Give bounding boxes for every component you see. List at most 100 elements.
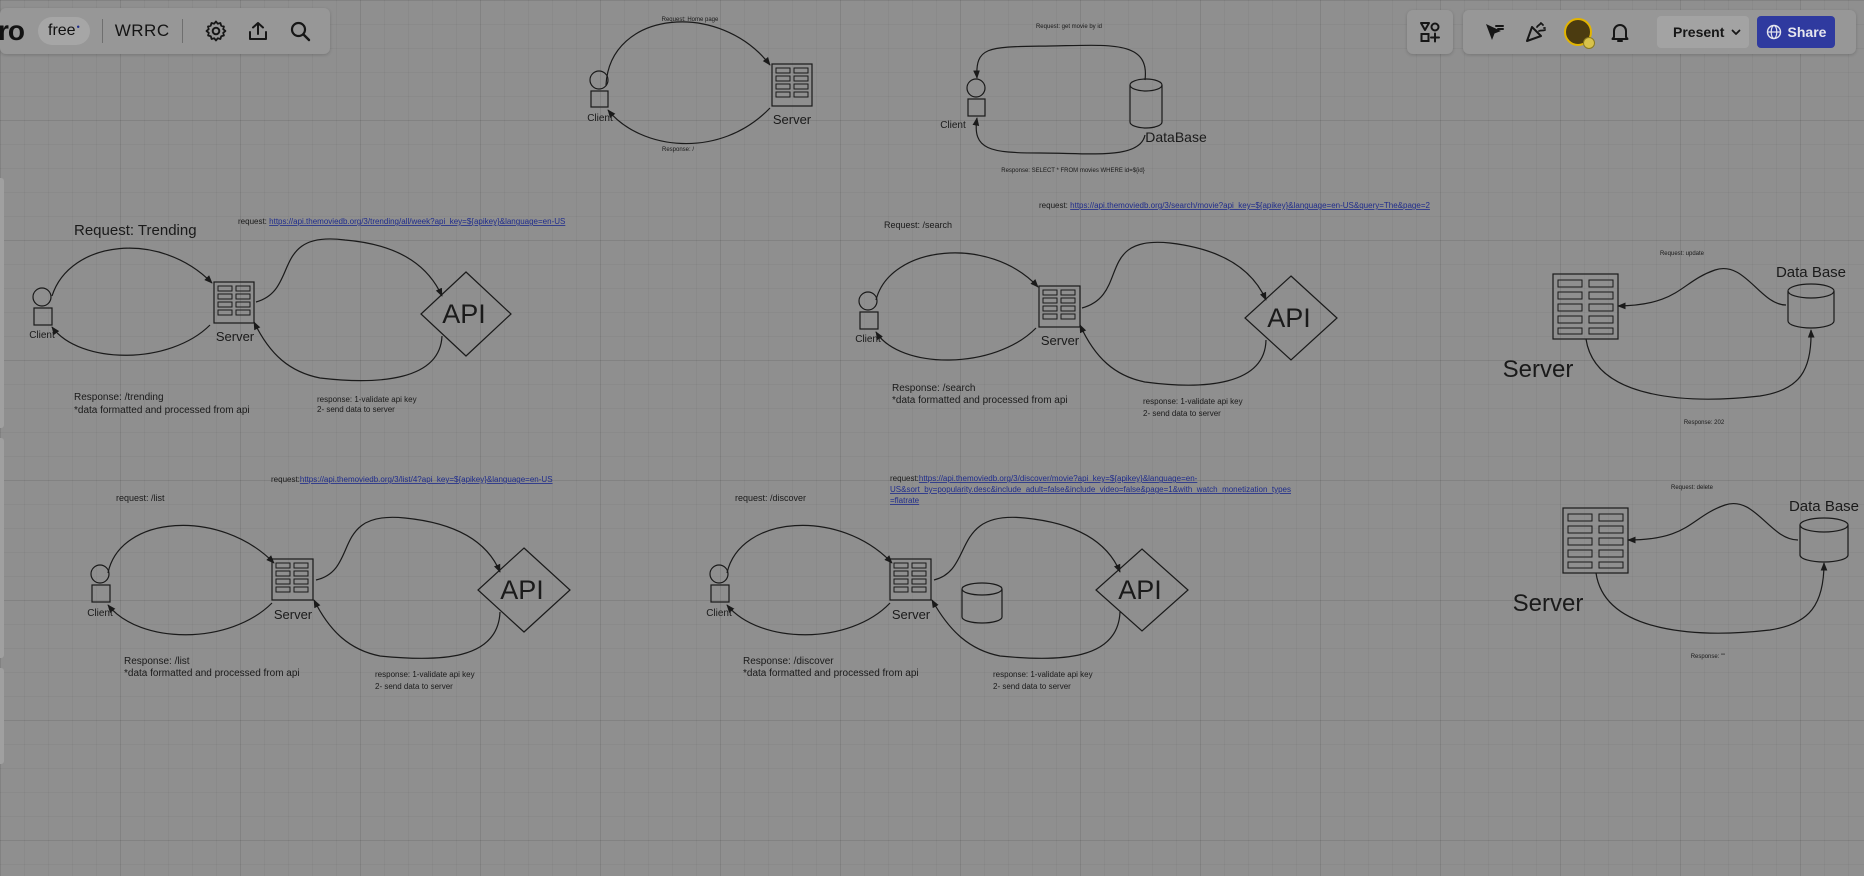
trending-api-response-line1: response: 1-validate api key xyxy=(317,395,417,404)
share-button[interactable]: Share xyxy=(1757,16,1835,48)
apps-button[interactable] xyxy=(1413,15,1447,49)
search-client-label: Client xyxy=(855,334,881,345)
diagram-delete[interactable]: Request: delete Data Base Response: "" S… xyxy=(1513,485,1859,660)
chevron-down-icon xyxy=(1730,26,1742,38)
present-button[interactable]: Present xyxy=(1657,16,1749,48)
client-actor-icon xyxy=(967,79,985,116)
avatar xyxy=(1564,18,1592,46)
update-database-label: Data Base xyxy=(1776,264,1846,281)
diagram-discover[interactable]: request: /discover request:https://api.t… xyxy=(706,474,1291,691)
discover-response-line1: Response: /discover xyxy=(743,656,834,667)
attention-cursor-button[interactable] xyxy=(1477,15,1511,49)
search-api-request-line: request: https://api.themoviedb.org/3/se… xyxy=(1039,201,1430,210)
list-request-title: request: /list xyxy=(116,493,165,503)
trending-response-line2: *data formatted and processed from api xyxy=(74,405,250,416)
list-client-label: Client xyxy=(87,608,113,619)
user-avatar-button[interactable] xyxy=(1561,15,1595,49)
discover-api-response-line1: response: 1-validate api key xyxy=(993,670,1093,679)
toolbar-divider xyxy=(182,19,183,43)
server-rack-icon xyxy=(1039,286,1080,327)
client-actor-icon xyxy=(710,565,729,602)
bell-icon xyxy=(1608,20,1632,44)
client-actor-icon xyxy=(91,565,110,602)
left-side-panel-edge[interactable] xyxy=(0,438,4,658)
list-response-line1: Response: /list xyxy=(124,656,190,667)
server-rack-icon xyxy=(1553,274,1618,339)
list-api-request-line: request:https://api.themoviedb.org/3/lis… xyxy=(271,475,553,484)
present-label: Present xyxy=(1673,24,1724,40)
settings-button[interactable] xyxy=(199,14,233,48)
apps-toolbar xyxy=(1407,10,1453,54)
discover-api-request-line1: request:https://api.themoviedb.org/3/dis… xyxy=(890,474,1198,483)
trending-request-title: Request: Trending xyxy=(74,222,197,239)
discover-api-label: API xyxy=(1118,575,1162,605)
search-api-label: API xyxy=(1267,303,1311,333)
client-actor-icon xyxy=(33,288,52,325)
left-side-panel-edge[interactable] xyxy=(0,178,4,428)
client-actor-icon xyxy=(590,71,608,107)
board-title[interactable]: WRRC xyxy=(115,21,170,41)
search-button[interactable] xyxy=(283,14,317,48)
search-api-response-line1: response: 1-validate api key xyxy=(1143,397,1243,406)
diagram-home[interactable]: Request: Home page Response: / Client Se… xyxy=(587,17,812,153)
trending-response-line1: Response: /trending xyxy=(74,392,164,403)
trending-api-label: API xyxy=(442,299,486,329)
list-api-url-link[interactable]: https://api.themoviedb.org/3/list/4?api_… xyxy=(300,475,553,484)
notifications-button[interactable] xyxy=(1603,15,1637,49)
plan-label: free xyxy=(48,22,76,40)
diagram-getmovie[interactable]: Request: get movie by id Response: SELEC… xyxy=(940,24,1207,174)
upload-icon xyxy=(246,19,270,43)
database-cylinder-icon xyxy=(1130,79,1162,128)
getmovie-request-label: Request: get movie by id xyxy=(1036,24,1102,30)
discover-server-label: Server xyxy=(892,607,931,622)
gear-icon xyxy=(204,19,228,43)
list-api-label: API xyxy=(500,575,544,605)
celebrate-icon xyxy=(1524,20,1548,44)
server-rack-icon xyxy=(890,559,931,600)
search-api-url-link[interactable]: https://api.themoviedb.org/3/search/movi… xyxy=(1070,201,1430,210)
search-icon xyxy=(288,19,312,43)
trending-api-response-line2: 2- send data to server xyxy=(317,405,395,414)
database-cylinder-icon xyxy=(1800,518,1848,562)
discover-api-url-link[interactable]: https://api.themoviedb.org/3/discover/mo… xyxy=(919,474,1198,483)
database-cylinder-icon xyxy=(1788,284,1834,328)
reactions-button[interactable] xyxy=(1519,15,1553,49)
plan-mark: • xyxy=(77,22,80,32)
server-rack-icon xyxy=(272,559,313,600)
server-rack-icon xyxy=(1563,508,1628,573)
toolbar-divider xyxy=(102,19,103,43)
trending-api-url-link[interactable]: https://api.themoviedb.org/3/trending/al… xyxy=(269,217,565,226)
search-server-label: Server xyxy=(1041,333,1080,348)
plan-badge[interactable]: free• xyxy=(38,17,90,45)
delete-server-label: Server xyxy=(1513,590,1584,617)
getmovie-client-label: Client xyxy=(940,120,966,131)
diagram-search[interactable]: request: https://api.themoviedb.org/3/se… xyxy=(855,201,1430,418)
search-request-title: Request: /search xyxy=(884,220,952,230)
database-cylinder-icon xyxy=(962,583,1002,623)
getmovie-response-label: Response: SELECT * FROM movies WHERE id=… xyxy=(1001,168,1144,174)
trending-client-label: Client xyxy=(29,330,55,341)
app-logo[interactable]: ro xyxy=(0,15,24,47)
list-api-response-line1: response: 1-validate api key xyxy=(375,670,475,679)
trending-server-label: Server xyxy=(216,329,255,344)
update-request-label: Request: update xyxy=(1660,251,1705,257)
discover-client-label: Client xyxy=(706,608,732,619)
present-options-button[interactable] xyxy=(1723,16,1749,48)
home-response-label: Response: / xyxy=(662,147,694,153)
delete-database-label: Data Base xyxy=(1789,498,1859,515)
search-api-response-line2: 2- send data to server xyxy=(1143,409,1221,418)
discover-api-url-line2[interactable]: US&sort_by=popularity.desc&include_adult… xyxy=(890,485,1291,494)
discover-api-url-line3[interactable]: =flatrate xyxy=(890,496,920,505)
list-api-response-line2: 2- send data to server xyxy=(375,682,453,691)
diagram-list[interactable]: request: /list request:https://api.themo… xyxy=(87,475,570,691)
left-side-panel-edge[interactable] xyxy=(0,668,4,764)
client-actor-icon xyxy=(859,292,878,329)
diagram-update[interactable]: Request: update Data Base Response: 202 … xyxy=(1503,251,1846,426)
list-server-label: Server xyxy=(274,607,313,622)
discover-request-title: request: /discover xyxy=(735,493,806,503)
diagram-trending[interactable]: Request: Trending request: https://api.t… xyxy=(29,217,565,416)
update-response-label: Response: 202 xyxy=(1684,420,1725,426)
export-button[interactable] xyxy=(241,14,275,48)
server-rack-icon xyxy=(214,282,254,323)
